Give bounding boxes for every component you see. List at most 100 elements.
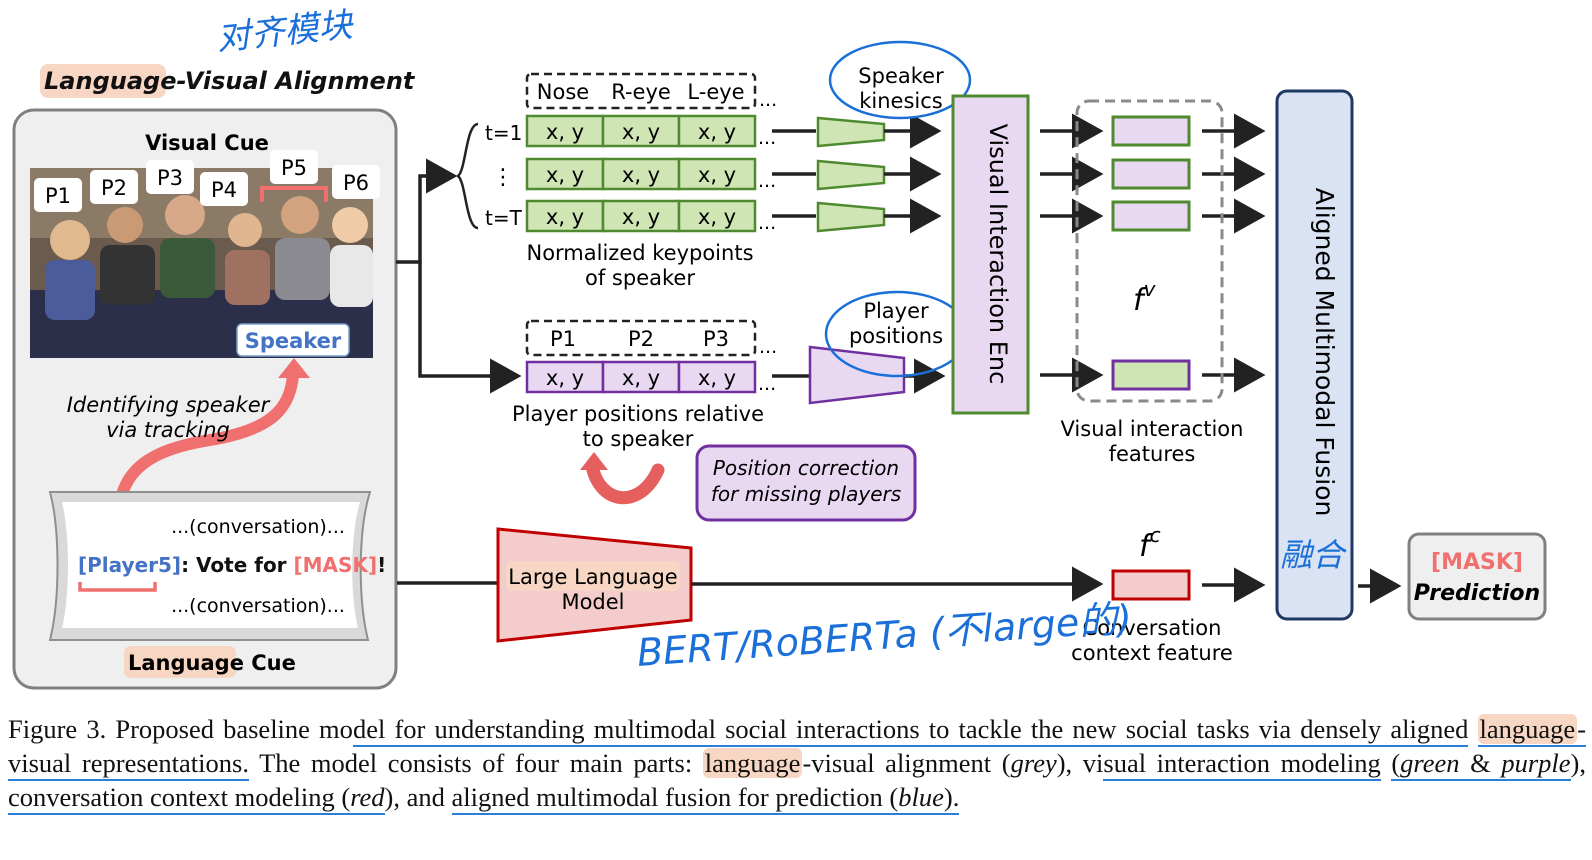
llm-label-2: Model: [561, 590, 624, 614]
feature-cell-positions: [1111, 359, 1191, 391]
fc-symbol: fc: [1139, 523, 1161, 564]
svg-text:P6: P6: [343, 171, 369, 195]
positions-bubble-2: positions: [849, 324, 943, 348]
tracking-label-1: Identifying speaker: [67, 393, 271, 417]
svg-text:x, y: x, y: [622, 163, 660, 187]
keypoint-rows: t=1 ⋮ t=T x, y x, y x, y x, y x, y x, y …: [485, 114, 776, 234]
conversation-line-3: ...(conversation)...: [171, 595, 345, 617]
correction-box: [695, 444, 917, 522]
feature-cell-1: [1111, 115, 1191, 147]
svg-text:x, y: x, y: [698, 366, 736, 390]
tracking-arrowhead: [278, 358, 310, 378]
prediction-label: Prediction: [1414, 581, 1540, 606]
pos-header-p2: P2: [628, 327, 654, 351]
speaker-bracket: [260, 186, 328, 202]
context-label-2: context feature: [1071, 641, 1233, 665]
llm-highlight-1: [506, 561, 573, 591]
svg-text:x, y: x, y: [546, 205, 584, 229]
header-ellipsis: ...: [759, 89, 777, 111]
visual-interaction-encoder: [951, 94, 1030, 415]
language-cue-label: Language Cue: [128, 651, 296, 675]
alignment-title: Language-Visual Alignment: [44, 67, 416, 95]
header-nose: Nose: [537, 80, 589, 104]
player-bracket: [78, 582, 157, 592]
conversation-page: [62, 502, 360, 628]
kinesics-encoders: [772, 113, 942, 234]
features-label-1: Visual interaction: [1061, 417, 1244, 441]
handwritten-bert-note: BERT/RoBERTa (不large的): [636, 596, 1134, 674]
feature-cell-2: [1111, 158, 1191, 190]
visual-features-group: [1075, 99, 1224, 403]
kinesics-label-2: kinesics: [859, 89, 943, 113]
header-r-eye: R-eye: [611, 80, 671, 104]
correction-label-1: Position correction: [713, 456, 899, 480]
svg-text:x, y: x, y: [698, 205, 736, 229]
svg-text:⋮: ⋮: [492, 165, 514, 190]
svg-text:...: ...: [758, 170, 776, 192]
svg-text:...: ...: [758, 212, 776, 234]
branch-to-positions: [418, 262, 522, 394]
svg-text:t=1: t=1: [485, 121, 522, 145]
svg-text:x, y: x, y: [546, 163, 584, 187]
svg-text:...: ...: [758, 127, 776, 149]
positions-label-1: Player positions relative: [512, 402, 764, 426]
svg-text:t=T: t=T: [485, 206, 523, 230]
encoder-label: Visual Interaction Enc: [984, 124, 1012, 385]
correction-label-2: for missing players: [711, 482, 901, 506]
model-diagram: Language-Visual Alignment 对齐模块 Visual Cu…: [12, 5, 1547, 690]
prediction-mask: [MASK]: [1431, 550, 1523, 575]
svg-text:...: ...: [758, 373, 776, 395]
positions-label-2: to speaker: [583, 427, 694, 451]
pos-header-p3: P3: [703, 327, 729, 351]
svg-text:x, y: x, y: [698, 163, 736, 187]
svg-text:x, y: x, y: [546, 366, 584, 390]
correction-arrow: [585, 459, 665, 505]
keypoint-header: [525, 72, 757, 110]
branch-to-keypoints: [396, 158, 458, 264]
speaker-label: Speaker: [245, 329, 342, 353]
svg-text:x, y: x, y: [546, 120, 584, 144]
conversation-line-1: ...(conversation)...: [171, 516, 345, 538]
tracking-label-2: via tracking: [106, 418, 230, 442]
keypoints-label-1: Normalized keypoints: [526, 241, 753, 265]
pos-header-p1: P1: [550, 327, 576, 351]
visual-cue-label: Visual Cue: [145, 131, 269, 155]
handwritten-align-note: 对齐模块: [215, 5, 356, 59]
context-feature-cell: [1111, 569, 1191, 601]
llm-label-1: Large Language: [508, 565, 677, 589]
svg-text:P1: P1: [45, 184, 71, 208]
handwritten-fusion-note: 融合: [1280, 536, 1347, 574]
kinesics-label-1: Speaker: [858, 64, 944, 88]
svg-text:P4: P4: [211, 178, 237, 202]
feature-cell-3: [1111, 200, 1191, 232]
svg-text:x, y: x, y: [622, 205, 660, 229]
fv-symbol: fv: [1133, 277, 1157, 318]
positions-bubble-1: Player: [863, 299, 929, 323]
features-label-2: features: [1109, 442, 1196, 466]
fusion-label: Aligned Multimodal Fusion: [1310, 188, 1339, 517]
speaker-tag: [236, 323, 350, 357]
svg-text:P5: P5: [281, 156, 307, 180]
conversation-line-2: [Player5]: Vote for [MASK]!: [78, 553, 386, 577]
svg-text:P2: P2: [101, 176, 127, 200]
positions-encoder: [808, 345, 906, 405]
header-l-eye: L-eye: [687, 80, 744, 104]
svg-text:x, y: x, y: [622, 366, 660, 390]
svg-text:x, y: x, y: [622, 120, 660, 144]
svg-text:x, y: x, y: [698, 120, 736, 144]
prediction-box: [1407, 532, 1547, 621]
player-tags: P1 P2 P3 P4 P5 P6: [34, 150, 380, 212]
language-cue-highlight: [124, 646, 236, 678]
fusion-block: [1275, 89, 1354, 621]
figure-caption: Figure 3. Proposed baseline model for un…: [8, 712, 1587, 815]
kinesics-bubble: [828, 40, 972, 120]
feature-arrows: [1040, 113, 1266, 393]
context-label-1: Conversation: [1083, 616, 1222, 640]
positions-row: x, y x, y x, y ...: [525, 360, 776, 395]
svg-text:P3: P3: [157, 166, 183, 190]
llm-highlight-2: [570, 561, 680, 591]
pos-header-ellipsis: ...: [759, 336, 777, 358]
title-highlight: [40, 64, 166, 98]
keypoints-label-2: of speaker: [585, 266, 695, 290]
time-brace: [455, 122, 479, 230]
